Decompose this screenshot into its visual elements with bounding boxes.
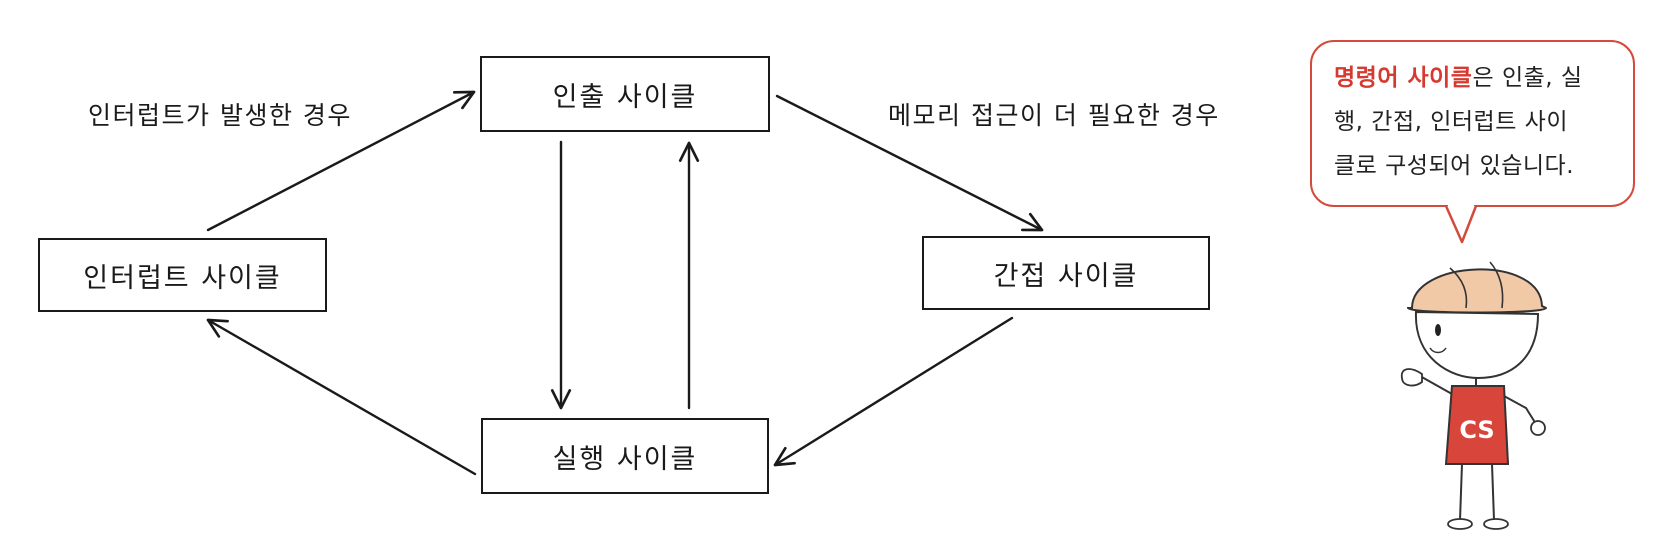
node-indirect-cycle: 간접 사이클	[922, 236, 1210, 310]
speech-bubble-highlight: 명령어 사이클	[1334, 65, 1473, 91]
arrow-fetch-to-indirect	[775, 94, 1044, 232]
node-execute-cycle-label: 실행 사이클	[552, 443, 698, 475]
arrow-interrupt-to-fetch	[206, 90, 476, 232]
node-fetch-cycle-label: 인출 사이클	[552, 81, 698, 113]
speech-bubble-line-2: 행, 간접, 인터럽트 사이	[1334, 109, 1568, 135]
edge-label-more-memory-access: 메모리 접근이 더 필요한 경우	[888, 101, 1220, 130]
speech-bubble-line-3: 클로 구성되어 있습니다.	[1334, 153, 1575, 179]
arrow-execute-to-interrupt	[206, 318, 477, 476]
helmet-icon	[1406, 261, 1548, 314]
edge-label-interrupt-occurs: 인터럽트가 발생한 경우	[88, 101, 352, 130]
speech-bubble-line-1: 명령어 사이클은 인출, 실	[1334, 56, 1617, 100]
node-indirect-cycle-label: 간접 사이클	[993, 260, 1139, 292]
shirt-text: CS	[1459, 416, 1494, 444]
speech-bubble-tail	[1444, 204, 1478, 244]
node-execute-cycle: 실행 사이클	[481, 418, 769, 494]
arrow-indirect-to-execute	[773, 316, 1014, 467]
node-interrupt-cycle: 인터럽트 사이클	[38, 238, 327, 312]
speech-bubble-line-1-rest: 은 인출, 실	[1472, 65, 1583, 91]
cs-mascot-character: CS	[1400, 261, 1548, 530]
speech-bubble: 명령어 사이클은 인출, 실 행, 간접, 인터럽트 사이 클로 구성되어 있습…	[1310, 40, 1635, 207]
node-fetch-cycle: 인출 사이클	[480, 56, 770, 132]
shirt	[1444, 385, 1510, 465]
node-interrupt-cycle-label: 인터럽트 사이클	[83, 262, 282, 294]
